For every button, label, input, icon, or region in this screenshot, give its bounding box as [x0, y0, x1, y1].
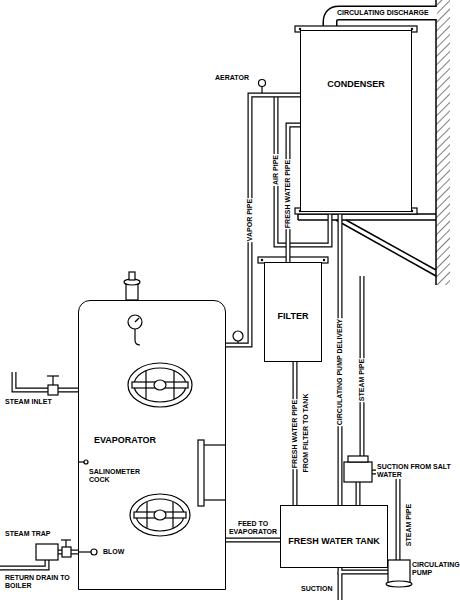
part-label: FRESH WATER PIPE [291, 398, 299, 468]
part-label: STEAM PIPE [405, 503, 413, 547]
part-label: FRESH WATER PIPE [284, 158, 292, 228]
part-label: AERATOR [214, 74, 250, 82]
part-label: STEAM TRAP [4, 530, 52, 538]
condenser-shell: CONDENSER [300, 30, 412, 212]
part-label: STEAM PIPE [358, 358, 366, 402]
evaporator-shell: EVAPORATOR [78, 300, 226, 590]
part-label: CIRCULATING DISCHARGE [336, 9, 430, 17]
part-label: STEAM INLET [4, 398, 53, 406]
node-title: FRESH WATER TANK [287, 537, 381, 547]
node-title: FILTER [277, 312, 310, 322]
part-label: FROM FILTER TO TANK [302, 393, 310, 474]
part-label: SUCTION FROM SALT WATER [376, 463, 458, 479]
part-label: CIRCULATING PUMP DELIVERY [336, 318, 344, 426]
part-label: BLOW [102, 548, 125, 556]
part-label: CIRCULATING PUMP [411, 561, 460, 577]
pipe-connector [226, 540, 280, 541]
part-label: AIR PIPE [272, 154, 280, 186]
fresh-water-tank: FRESH WATER TANK [280, 505, 388, 568]
part-label: SALINOMETER COCK [88, 468, 144, 484]
part-label: RETURN DRAIN TO BOILER [4, 574, 74, 590]
node-title: CONDENSER [326, 80, 386, 90]
part-label: VAPOR PIPE [246, 198, 254, 242]
node-title: EVAPORATOR [93, 436, 157, 446]
part-label: SUCTION [300, 585, 334, 593]
filter-box: FILTER [264, 262, 322, 362]
part-label: FEED TO EVAPORATOR [226, 520, 280, 536]
